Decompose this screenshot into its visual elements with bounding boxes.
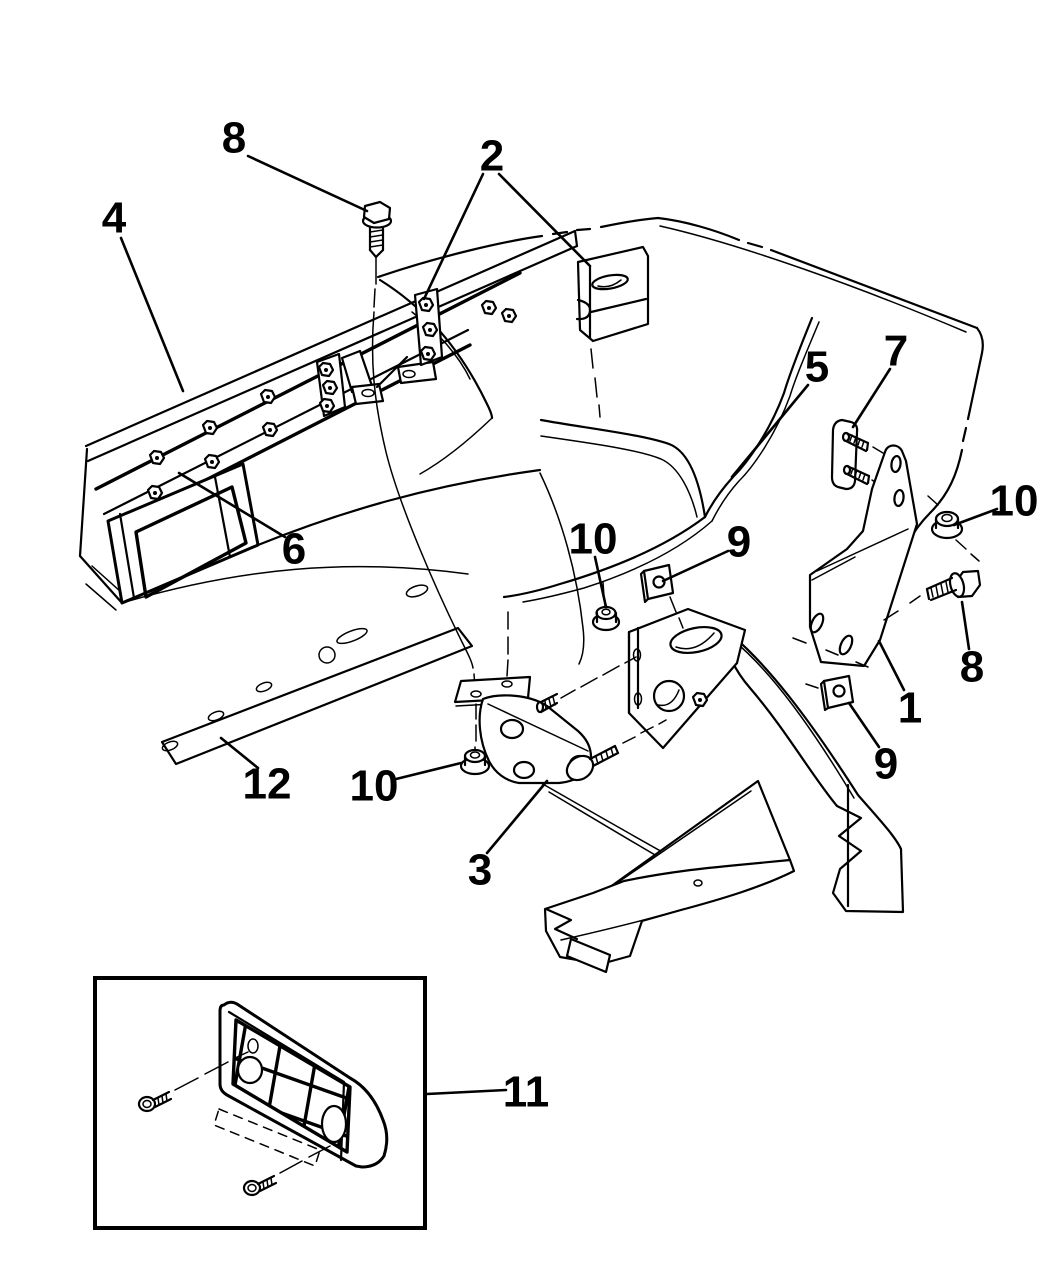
leader-line-11 <box>425 1088 508 1096</box>
bumper-fascia <box>376 216 984 870</box>
cross-hatch <box>233 1020 350 1152</box>
callout-8: 8 <box>222 114 246 163</box>
callout-3: 3 <box>468 846 492 895</box>
plate-screw-upper <box>137 1051 249 1113</box>
license-plate-bracket <box>213 1000 389 1169</box>
callout-4: 4 <box>102 194 127 243</box>
flange-nut-middle <box>591 605 621 632</box>
clip-nut-right <box>805 674 855 712</box>
callout-2: 2 <box>480 132 504 181</box>
bolt-right <box>883 569 982 621</box>
callout-1: 1 <box>898 684 922 733</box>
leader-line-9 <box>847 701 881 749</box>
leader-line-10 <box>593 555 608 609</box>
callout-6: 6 <box>282 525 306 574</box>
leader-line-12 <box>219 736 260 770</box>
hidden-axis-lines <box>506 348 606 677</box>
leader-line-10 <box>952 507 999 527</box>
leader-line-8 <box>960 600 971 651</box>
callout-10: 10 <box>350 762 399 811</box>
rear-bumper <box>78 229 579 611</box>
leader-line-4 <box>119 236 185 393</box>
side-bracket <box>792 444 919 668</box>
leader-line-10 <box>390 761 463 782</box>
leader-line-2 <box>422 172 485 301</box>
callout-9: 9 <box>874 740 898 789</box>
flange-nut-left <box>459 748 491 776</box>
callout-7: 7 <box>884 327 908 376</box>
slot-bracket <box>575 245 650 343</box>
frame-rail <box>543 607 905 974</box>
small-nut <box>500 307 518 324</box>
leader-line-7 <box>851 367 892 429</box>
sill-strip <box>160 626 474 766</box>
inset-box <box>93 976 427 1230</box>
callout-9: 9 <box>727 518 751 567</box>
clip-nut-middle <box>639 563 684 629</box>
callout-8: 8 <box>960 643 984 692</box>
bumper-side-plate <box>315 287 444 418</box>
leader-line-3 <box>485 779 549 855</box>
leader-line-6 <box>177 471 287 539</box>
bolt-top <box>361 200 393 259</box>
callout-10: 10 <box>990 477 1039 526</box>
callout-12: 12 <box>243 760 292 809</box>
callout-5: 5 <box>805 343 829 392</box>
small-nut <box>480 299 498 316</box>
leader-line-5 <box>730 383 810 479</box>
plate-screw-lower <box>242 1145 331 1197</box>
leader-line-1 <box>877 639 906 692</box>
leader-line-9 <box>661 549 730 583</box>
support-bracket <box>478 656 667 785</box>
leader-line-8 <box>246 154 369 213</box>
leader-line-2 <box>497 172 592 268</box>
callout-10: 10 <box>569 515 618 564</box>
callout-11: 11 <box>503 1068 550 1117</box>
stud-plate <box>830 418 896 497</box>
